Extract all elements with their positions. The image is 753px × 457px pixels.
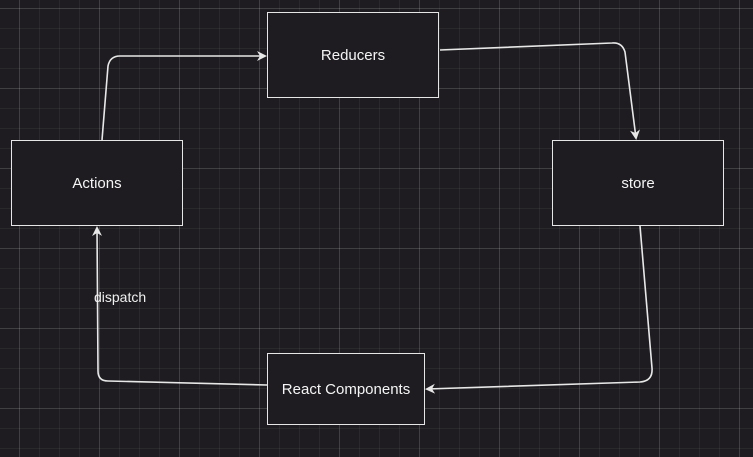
edge-store-to-react-components: [425, 225, 653, 394]
actions-node[interactable]: Actions: [11, 140, 183, 226]
actions-node-label: Actions: [72, 174, 122, 192]
edge-actions-to-reducers: [101, 51, 267, 141]
reducers-node[interactable]: Reducers: [267, 12, 439, 98]
reducers-node-label: Reducers: [320, 46, 386, 64]
edge-reducers-to-store: [439, 42, 640, 140]
store-node[interactable]: store: [552, 140, 724, 226]
dispatch-edge-label: dispatch: [94, 289, 147, 305]
edge-react-components-to-actions: [92, 226, 268, 386]
react-components-node-label: React Components: [281, 380, 411, 398]
react-components-node[interactable]: React Components: [267, 353, 425, 425]
store-node-label: store: [621, 174, 655, 192]
